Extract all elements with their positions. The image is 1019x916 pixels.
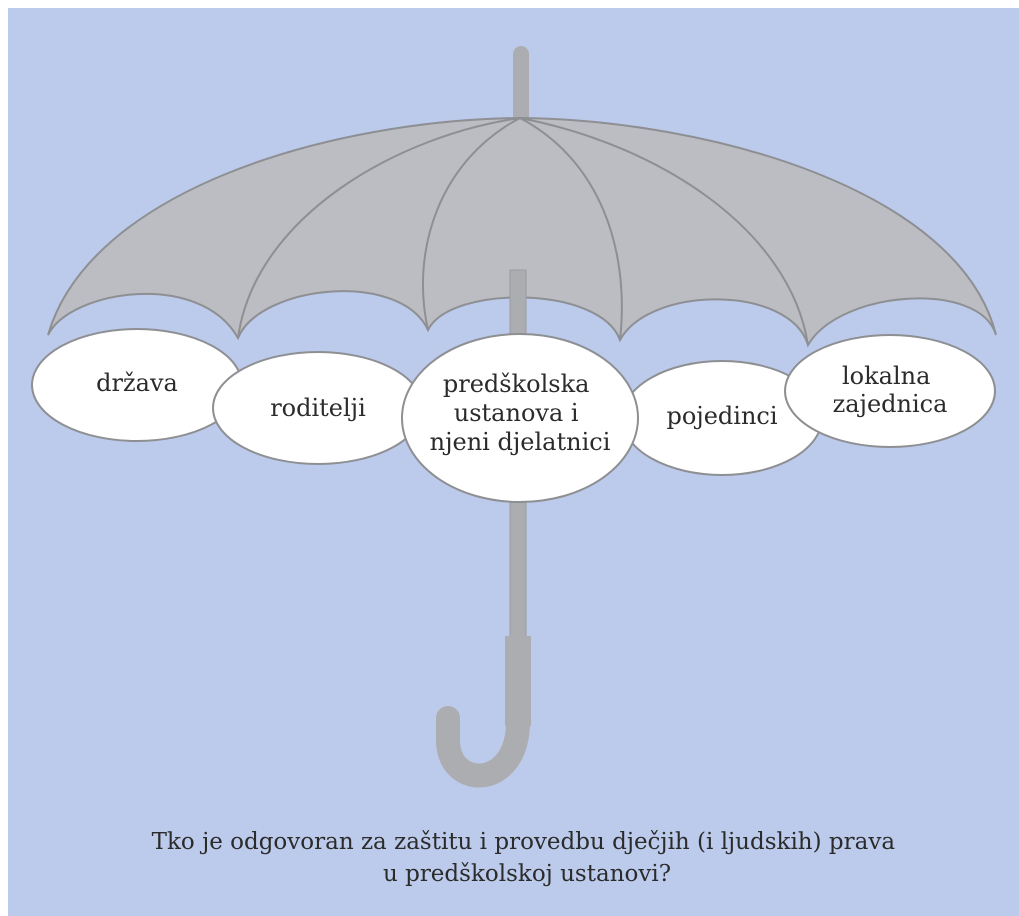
ellipse-label: predškolska (443, 370, 590, 398)
svg-text:pojedinci: pojedinci (666, 402, 777, 430)
ellipse-label: država (96, 369, 178, 397)
ellipse-label: zajednica (833, 390, 948, 418)
ellipse-label: roditelji (270, 394, 366, 422)
ellipse-label: ustanova i (454, 399, 579, 427)
canopy-rib (421, 117, 521, 331)
svg-text:roditelji: roditelji (270, 394, 366, 422)
ellipse-label: lokalna (842, 362, 930, 390)
ellipse-label: pojedinci (666, 402, 777, 430)
umbrella-tip (513, 46, 529, 126)
responsibility-ellipse (401, 333, 639, 503)
ellipse-drzava: država (31, 328, 243, 442)
svg-text:država: država (96, 369, 178, 397)
canopy-ribs (237, 117, 809, 346)
ellipse-predskolska: predškolska ustanova i njeni djelatnici (401, 333, 639, 503)
caption-line-1: Tko je odgovoran za zaštitu i provedbu d… (152, 829, 896, 855)
svg-text:predškolska ustanova i: predškolska ustanova i njeni djelatnici (430, 370, 611, 456)
caption-line-2: u predškolskoj ustanovi? (383, 861, 671, 887)
svg-text:Tko je odgovoran za zaštitu i: Tko je odgovoran za zaštitu i provedbu d… (152, 829, 903, 887)
ellipse-roditelji: roditelji (212, 351, 424, 465)
umbrella-handle-hook (436, 706, 530, 788)
responsibility-ellipse (784, 334, 996, 448)
canopy-rib (519, 117, 809, 346)
ellipse-lokalna: lokalna zajednica (784, 334, 996, 448)
ellipse-label: njeni djelatnici (430, 428, 611, 456)
canopy-rib (519, 117, 623, 341)
svg-text:lokalna zajednica: lokalna zajednica (833, 362, 948, 418)
canopy-rib (237, 117, 521, 339)
